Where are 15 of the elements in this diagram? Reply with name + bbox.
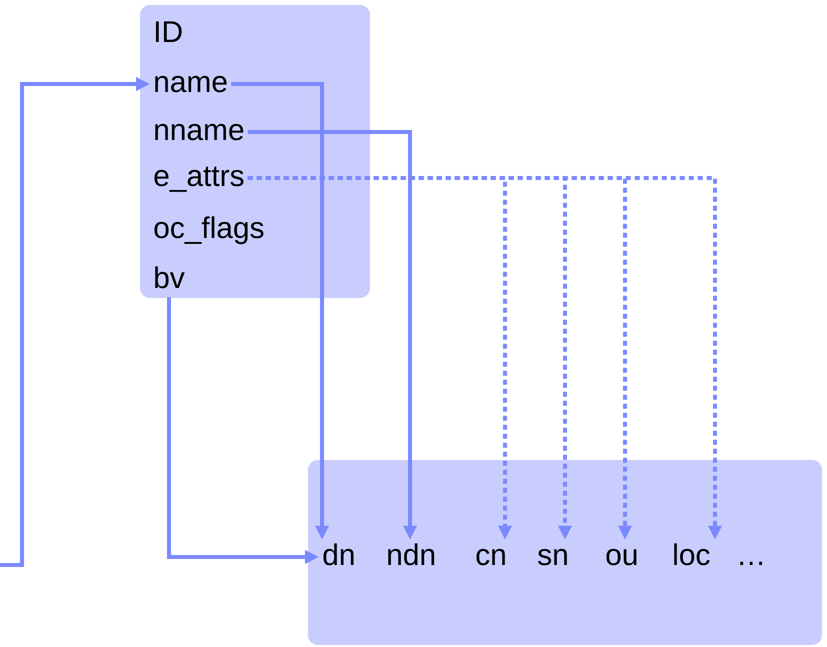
- field-name: ndn: [388, 543, 434, 566]
- field-name: cn: [476, 548, 505, 566]
- field-name: bv: [155, 266, 185, 288]
- field-name: e_attrs: [154, 166, 244, 192]
- field-name: sn: [538, 548, 567, 566]
- panel-box: [140, 5, 370, 298]
- field-name: ID: [156, 21, 182, 42]
- field-name: oc_flags: [154, 216, 264, 244]
- field-name: ou: [606, 548, 636, 566]
- field-name: …: [740, 562, 762, 565]
- field-name: nname: [155, 124, 244, 140]
- field-name: name: [155, 76, 227, 92]
- panel-box: [308, 460, 822, 645]
- field-name: dn: [323, 543, 354, 566]
- field-name: loc: [674, 543, 710, 566]
